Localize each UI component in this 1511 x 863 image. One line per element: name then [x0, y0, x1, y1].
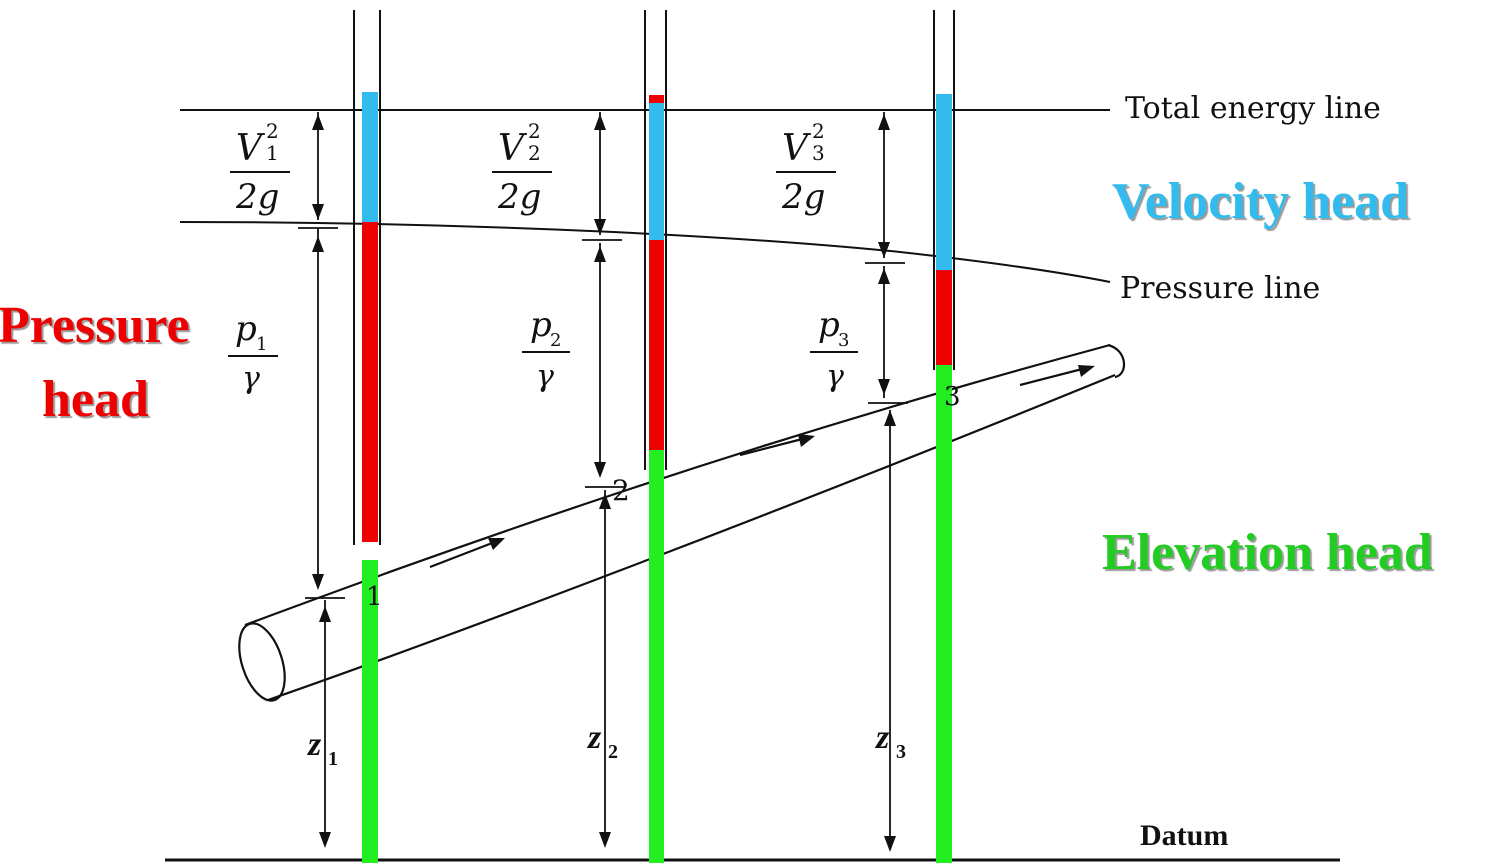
pressure-head-label-line1: Pressure [0, 297, 190, 354]
z3-symbol: z [875, 719, 890, 756]
z3-sub: 3 [896, 741, 906, 763]
pipe-bottom-wall [267, 373, 1116, 702]
velocity-head-bar-2 [649, 103, 664, 240]
pipe-end-right [1107, 343, 1125, 379]
z1-symbol: z [307, 726, 322, 763]
section-3-marker: 3 [944, 382, 961, 412]
arrowhead [878, 242, 890, 258]
arrowhead [878, 379, 890, 395]
arrowhead [599, 493, 611, 509]
g3-symbol: 2g [781, 177, 825, 217]
v1-sub: 1 [266, 141, 279, 165]
datum-label: Datum [1140, 819, 1228, 852]
velocity-head-bar-3 [936, 94, 952, 270]
arrowhead [312, 236, 324, 252]
v3-sup: 2 [812, 119, 825, 143]
arrowhead [319, 606, 331, 622]
pressure-line-label: Pressure line [1120, 271, 1320, 306]
v2-sub: 2 [528, 141, 541, 165]
arrowhead [312, 114, 324, 130]
p1-symbol: p [235, 309, 257, 349]
gamma3-symbol: γ [826, 359, 844, 394]
p1-sub: 1 [256, 334, 267, 355]
flow-arrow-head-3 [1078, 365, 1095, 377]
velocity-head-symbols: V 2 1 2g V 2 2 2g V 2 3 2g [230, 119, 836, 217]
gamma1-symbol: γ [242, 361, 260, 396]
arrowhead [594, 219, 606, 235]
flow-arrow-1 [429, 538, 501, 569]
arrowhead [594, 462, 606, 478]
p2-symbol: p [530, 305, 552, 345]
dimension-arrowheads [312, 114, 896, 852]
z1-sub: 1 [328, 748, 338, 770]
elevation-head-bar-2 [649, 450, 664, 863]
velocity-head-bar-1 [362, 92, 378, 222]
arrowhead [878, 114, 890, 130]
arrowhead [312, 204, 324, 220]
arrowhead [878, 268, 890, 284]
g2-symbol: 2g [497, 177, 541, 217]
elevation-head-label: Elevation head [1102, 524, 1433, 581]
arrowhead [319, 832, 331, 848]
flow-arrow-heads [488, 365, 1095, 550]
p3-symbol: p [818, 305, 840, 345]
arrowhead [599, 832, 611, 848]
z2-sub: 2 [608, 741, 618, 763]
p2-sub: 2 [550, 330, 561, 351]
total-energy-line-label: Total energy line [1125, 91, 1381, 126]
flow-arrow-3 [1019, 365, 1091, 387]
head-bars [362, 92, 952, 863]
pipe-end-left [238, 622, 286, 702]
pressure-head-bar-2-top [649, 95, 664, 103]
elevation-head-symbols: z 1 z 2 z 3 [307, 719, 906, 770]
pressure-head-symbols: p 1 γ p 2 γ p 3 γ [228, 305, 858, 396]
arrowhead [884, 836, 896, 852]
v2-symbol: V [498, 128, 528, 169]
section-2-marker: 2 [612, 474, 630, 507]
flow-arrow-head-1 [488, 538, 505, 550]
z2-symbol: z [587, 719, 602, 756]
pressure-head-label-line2: head [42, 371, 149, 428]
v1-symbol: V [236, 128, 266, 169]
pressure-head-bar-3 [936, 270, 952, 365]
pressure-head-bar-2 [649, 240, 664, 450]
pressure-head-bar-1 [362, 222, 378, 542]
v3-symbol: V [782, 128, 812, 169]
dimension-lines [298, 112, 908, 848]
velocity-head-label: Velocity head [1112, 173, 1410, 230]
v3-sub: 3 [812, 141, 825, 165]
arrowhead [884, 410, 896, 426]
gamma2-symbol: γ [536, 359, 554, 394]
g1-symbol: 2g [235, 177, 279, 217]
p3-sub: 3 [838, 330, 849, 351]
piezometer-tubes [353, 10, 955, 545]
section-1-marker: 1 [366, 582, 383, 612]
v2-sup: 2 [528, 119, 541, 143]
section-markers: 1 2 3 [366, 382, 961, 612]
elevation-head-bar-1 [362, 560, 378, 863]
flow-arrow-2 [739, 435, 811, 457]
arrowhead [594, 246, 606, 262]
v1-sup: 2 [266, 119, 279, 143]
arrowhead [594, 114, 606, 130]
elevation-head-bar-3 [936, 365, 952, 863]
flow-arrow-head-2 [798, 434, 815, 447]
arrowhead [312, 574, 324, 590]
